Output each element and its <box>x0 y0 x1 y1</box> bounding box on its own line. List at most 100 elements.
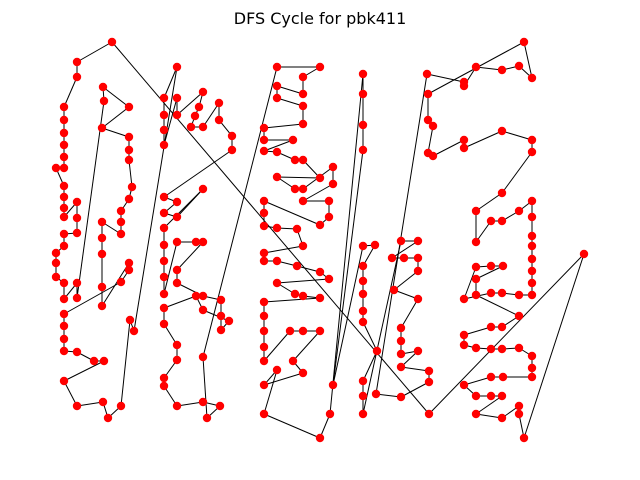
tour-node <box>486 344 496 354</box>
tour-node <box>315 220 325 230</box>
tour-node <box>285 326 295 336</box>
tour-node <box>459 81 469 91</box>
tour-node <box>124 145 134 155</box>
tour-node <box>298 72 308 82</box>
tour-edge <box>475 294 520 317</box>
tour-node <box>116 217 126 227</box>
tour-node <box>272 172 282 182</box>
tour-edge <box>102 86 130 108</box>
tour-node <box>498 261 508 271</box>
tour-node <box>424 366 434 376</box>
tour-node <box>497 188 507 198</box>
tour-edge <box>475 66 503 71</box>
tour-node <box>51 272 61 282</box>
tour-node <box>125 315 135 325</box>
tour-node <box>159 373 169 383</box>
tour-node <box>328 162 338 172</box>
tour-edge <box>263 245 304 254</box>
tour-edge <box>427 125 434 154</box>
tour-edge <box>276 97 304 107</box>
tour-edge <box>391 240 419 259</box>
tour-edge <box>163 97 178 146</box>
tour-node <box>198 184 208 194</box>
tour-edge <box>463 376 492 386</box>
tour-node <box>159 223 169 233</box>
tour-node <box>198 305 208 315</box>
tour-edge <box>202 102 220 128</box>
tour-edge <box>393 270 419 291</box>
tour-node <box>527 254 537 264</box>
tour-node <box>172 278 182 288</box>
tour-node <box>59 334 69 344</box>
tour-edge <box>176 241 204 271</box>
tour-node <box>396 392 406 402</box>
tour-node <box>497 65 507 75</box>
tour-node <box>159 110 169 120</box>
tour-node <box>72 197 82 207</box>
tour-node <box>413 346 423 356</box>
tour-edge <box>475 220 492 243</box>
tour-node <box>186 122 196 132</box>
tour-node <box>527 290 537 300</box>
tour-node <box>124 258 134 268</box>
tour-node <box>428 151 438 161</box>
tour-node <box>358 120 368 130</box>
tour-node <box>324 274 334 284</box>
tour-edge <box>523 41 533 79</box>
tour-node <box>428 121 438 131</box>
tour-node <box>202 413 212 423</box>
tour-node <box>59 115 69 125</box>
tour-node <box>59 128 69 138</box>
tour-edge <box>400 298 419 329</box>
tour-node <box>159 381 169 391</box>
tour-node <box>471 391 481 401</box>
tour-edge <box>202 66 278 358</box>
tour-edge <box>163 241 178 295</box>
tour-node <box>358 89 368 99</box>
tour-node <box>215 401 225 411</box>
tour-node <box>259 196 269 206</box>
tour-node <box>498 372 508 382</box>
tour-node <box>97 249 107 259</box>
tour-edge <box>475 192 503 212</box>
tour-node <box>459 294 469 304</box>
tour-node <box>527 278 537 288</box>
tour-node <box>413 253 423 263</box>
tour-edge <box>263 330 291 362</box>
tour-node <box>527 135 537 145</box>
tour-node <box>216 295 226 305</box>
tour-node <box>159 303 169 313</box>
tour-node <box>497 413 507 423</box>
tour-node <box>527 372 537 382</box>
tour-node <box>172 237 182 247</box>
tour-node <box>98 82 108 92</box>
tour-node <box>59 163 69 173</box>
tour-edge <box>263 123 304 129</box>
tour-node <box>272 93 282 103</box>
tour-node <box>272 365 282 375</box>
tour-edge <box>400 366 430 372</box>
tour-node <box>358 409 368 419</box>
tour-node <box>486 261 496 271</box>
tour-edge <box>263 369 278 415</box>
tour-node <box>59 203 69 213</box>
tour-node <box>371 389 381 399</box>
tour-node <box>259 356 269 366</box>
tour-edge <box>276 176 321 179</box>
tour-node <box>72 72 82 82</box>
tour-node <box>486 288 496 298</box>
tour-node <box>527 73 537 83</box>
tour-node <box>413 266 423 276</box>
tour-node <box>298 101 308 111</box>
tour-node <box>159 93 169 103</box>
tour-node <box>172 197 182 207</box>
tour-node <box>272 62 282 72</box>
tour-node <box>292 261 302 271</box>
tour-node <box>59 192 69 202</box>
tour-node <box>298 241 308 251</box>
tour-node <box>486 216 496 226</box>
tour-edge <box>163 295 197 309</box>
tour-node <box>514 401 524 411</box>
tour-node <box>116 277 126 287</box>
tour-node <box>527 212 537 222</box>
